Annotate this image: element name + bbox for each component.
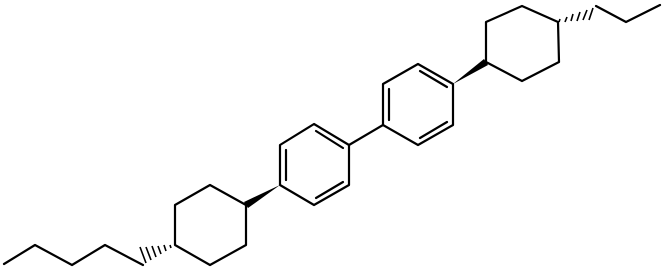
cyclohexane-ring-lower [173, 183, 248, 267]
benzene-ring-lower [278, 122, 351, 207]
hashed-bond-upper [558, 7, 594, 23]
cyclohexane-ring-upper [484, 4, 561, 83]
pentyl-chain [2, 243, 145, 267]
benzene-ring-upper [381, 62, 455, 147]
wedge-bond-lower [244, 185, 280, 208]
biaryl-bond [347, 123, 385, 147]
wedge-bond-upper [453, 59, 488, 84]
hashed-bond-lower [139, 244, 172, 264]
propyl-chain [594, 3, 662, 24]
